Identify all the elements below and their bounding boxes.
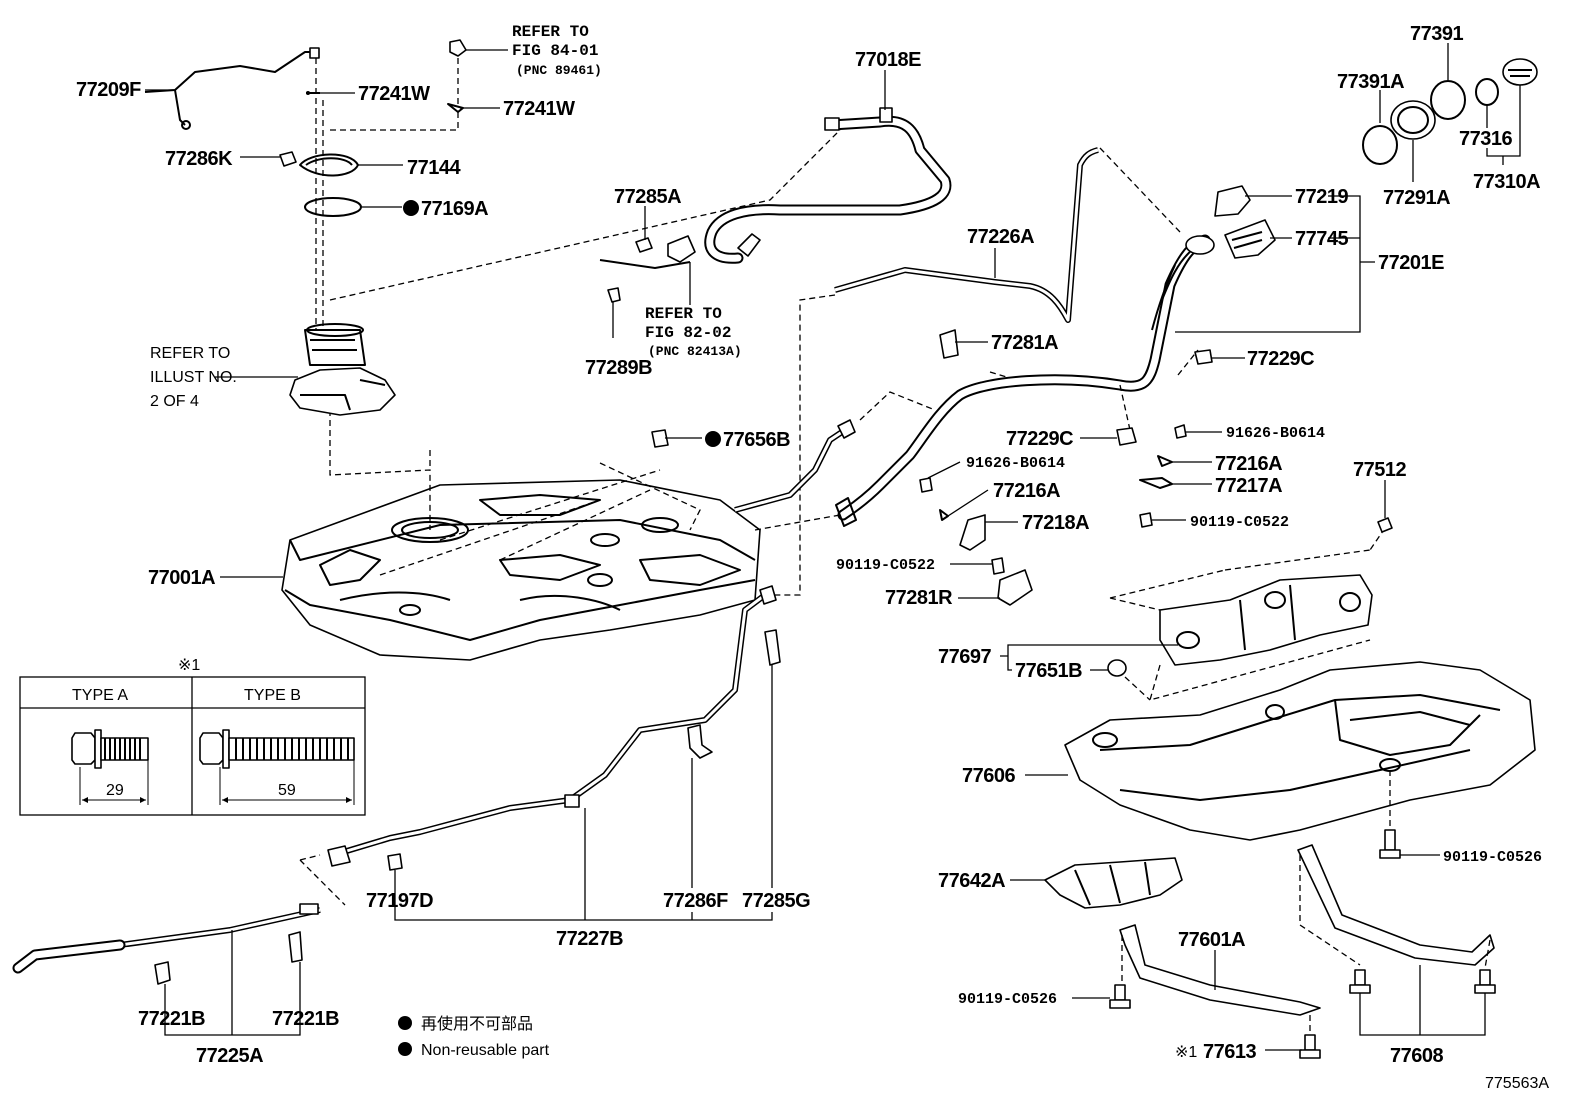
- type-table-marker: ※1: [178, 657, 200, 674]
- label-90119-C0522-left: 90119-C0522: [836, 557, 935, 574]
- label-77241W-lower: 77241W: [503, 98, 575, 120]
- label-77225A: 77225A: [196, 1045, 263, 1067]
- label-77291A: 77291A: [1383, 187, 1450, 209]
- type-b-header: TYPE B: [244, 687, 301, 704]
- ref-fig84-line2: FIG 84-01: [512, 42, 598, 60]
- ref-fig82-line3: (PNC 82413A): [648, 344, 742, 359]
- ref-illust-line3: 2 OF 4: [150, 393, 199, 410]
- label-77218A: 77218A: [1022, 512, 1089, 534]
- label-77285G: 77285G: [742, 890, 810, 912]
- tank-under-cover-77606: [1064, 661, 1536, 841]
- fuel-tank-drawing: [281, 479, 761, 661]
- non-reusable-dot-icon: [705, 431, 721, 447]
- marker-77613: ※1: [1175, 1044, 1197, 1061]
- vent-pipe-77226A: [834, 147, 1099, 323]
- label-77241W-upper: 77241W: [358, 83, 430, 105]
- label-77229C-upper: 77229C: [1247, 348, 1314, 370]
- label-77209F: 77209F: [76, 79, 141, 101]
- label-77745: 77745: [1295, 228, 1348, 250]
- label-77281A: 77281A: [991, 332, 1058, 354]
- filler-pipe-77201E: [835, 234, 1215, 527]
- legend-dot-icon: [398, 1042, 412, 1056]
- label-77281R: 77281R: [885, 587, 953, 609]
- label-77216A-left: 77216A: [993, 480, 1060, 502]
- diagram-id: 775563A: [1485, 1075, 1549, 1092]
- label-90119-C0526-right: 90119-C0526: [1443, 849, 1542, 866]
- label-77216A-right: 77216A: [1215, 453, 1282, 475]
- label-77285A: 77285A: [614, 186, 681, 208]
- label-77601A: 77601A: [1178, 929, 1245, 951]
- legend-dot-icon: [398, 1016, 412, 1030]
- type-table: [19, 676, 366, 816]
- non-reusable-dot-icon: [403, 200, 419, 216]
- label-77512: 77512: [1353, 459, 1406, 481]
- label-77229C-lower: 77229C: [1006, 428, 1073, 450]
- fuel-pipe-77227B: [327, 585, 777, 867]
- label-77310A: 77310A: [1473, 171, 1540, 193]
- label-77613: 77613: [1203, 1041, 1256, 1063]
- label-77286F: 77286F: [663, 890, 728, 912]
- label-77201E: 77201E: [1378, 252, 1444, 274]
- label-77651B: 77651B: [1015, 660, 1082, 682]
- label-90119-C0526-left: 90119-C0526: [958, 991, 1057, 1008]
- label-77217A: 77217A: [1215, 475, 1282, 497]
- legend-japanese: 再使用不可部品: [421, 1015, 533, 1033]
- vent-hose-77018E: [704, 107, 952, 264]
- type-a-length: 29: [106, 782, 124, 799]
- ref-illust-line2: ILLUST NO.: [150, 369, 237, 386]
- label-77608: 77608: [1390, 1045, 1443, 1067]
- label-77606: 77606: [962, 765, 1015, 787]
- label-77221B-left: 77221B: [138, 1008, 205, 1030]
- label-77656B: 77656B: [723, 429, 790, 451]
- label-77221B-right: 77221B: [272, 1008, 339, 1030]
- label-77018E: 77018E: [855, 49, 921, 71]
- ref-fig82-line1: REFER TO: [645, 305, 722, 323]
- ref-fig84-line1: REFER TO: [512, 23, 589, 41]
- label-77642A: 77642A: [938, 870, 1005, 892]
- label-77001A: 77001A: [148, 567, 215, 589]
- ref-fig82-line2: FIG 82-02: [645, 324, 731, 342]
- type-a-header: TYPE A: [72, 687, 128, 704]
- ref-fig84-line3: (PNC 89461): [516, 63, 602, 78]
- fuel-pipe-77225A: [12, 903, 321, 974]
- label-77227B: 77227B: [556, 928, 623, 950]
- fuel-pump-assembly: [289, 323, 396, 416]
- label-77219: 77219: [1295, 186, 1348, 208]
- label-77226A: 77226A: [967, 226, 1034, 248]
- ref-illust-line1: REFER TO: [150, 345, 230, 362]
- label-91626-B0614-left: 91626-B0614: [966, 455, 1065, 472]
- legend-english: Non-reusable part: [421, 1042, 550, 1059]
- label-77197D: 77197D: [366, 890, 433, 912]
- type-b-length: 59: [278, 782, 296, 799]
- label-77391: 77391: [1410, 23, 1463, 45]
- label-90119-C0522-right: 90119-C0522: [1190, 514, 1289, 531]
- label-77697: 77697: [938, 646, 991, 668]
- label-77289B: 77289B: [585, 357, 652, 379]
- label-77391A: 77391A: [1337, 71, 1404, 93]
- label-91626-B0614-right: 91626-B0614: [1226, 425, 1325, 442]
- label-77286K: 77286K: [165, 148, 233, 170]
- label-77169A: 77169A: [421, 198, 488, 220]
- protector-77697: [1159, 574, 1373, 666]
- label-77144: 77144: [407, 157, 461, 179]
- label-77316: 77316: [1459, 128, 1512, 150]
